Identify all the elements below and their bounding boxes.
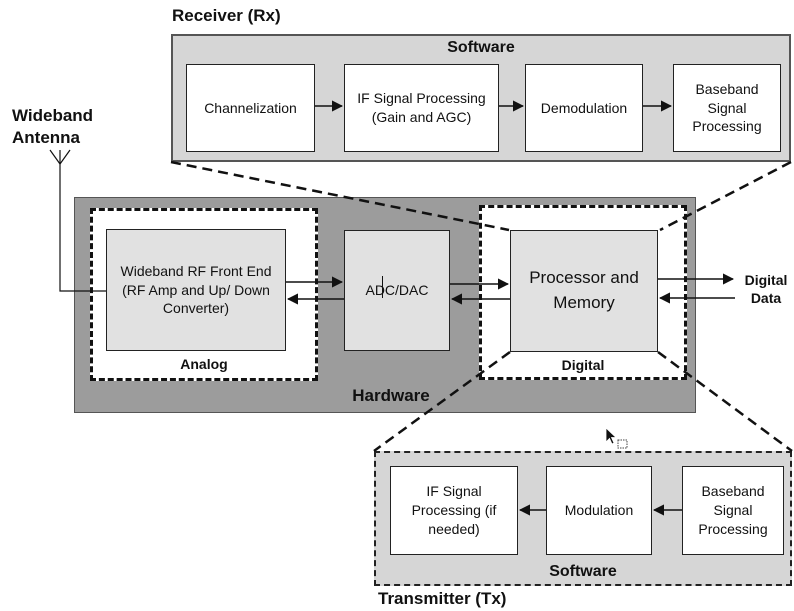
tx-baseband-processing-block: Baseband Signal Processing (682, 466, 784, 555)
adc-dac-block: ADC/DAC (344, 230, 450, 351)
digital-label: Digital (561, 357, 605, 373)
rx-if-signal-processing-block: IF Signal Processing (Gain and AGC) (344, 64, 499, 152)
transmitter-software-label: Software (549, 563, 617, 580)
hardware-label: Hardware (352, 386, 430, 405)
transmitter-title: Transmitter (Tx) (378, 589, 507, 608)
tx-if-signal-processing-block: IF Signal Processing (if needed) (390, 466, 518, 555)
antenna-branch-left (49, 149, 61, 165)
analog-label: Analog (180, 356, 228, 372)
digital-data-label: Digital Data (744, 272, 788, 306)
processor-memory-block: Processor and Memory (510, 230, 658, 352)
mouse-pointer-icon (605, 427, 628, 449)
receiver-title: Receiver (Rx) (172, 6, 281, 25)
rx-demodulation-block: Demodulation (525, 64, 643, 152)
antenna-branch-right (59, 149, 71, 165)
rx-baseband-processing-block: Baseband Signal Processing (673, 64, 781, 152)
text-caret (382, 276, 383, 298)
receiver-software-label: Software (447, 39, 515, 56)
antenna-label: Wideband Antenna (12, 106, 94, 147)
tx-modulation-block: Modulation (546, 466, 652, 555)
rx-channelization-block: Channelization (186, 64, 315, 152)
rf-front-end-block: Wideband RF Front End (RF Amp and Up/ Do… (106, 229, 286, 351)
